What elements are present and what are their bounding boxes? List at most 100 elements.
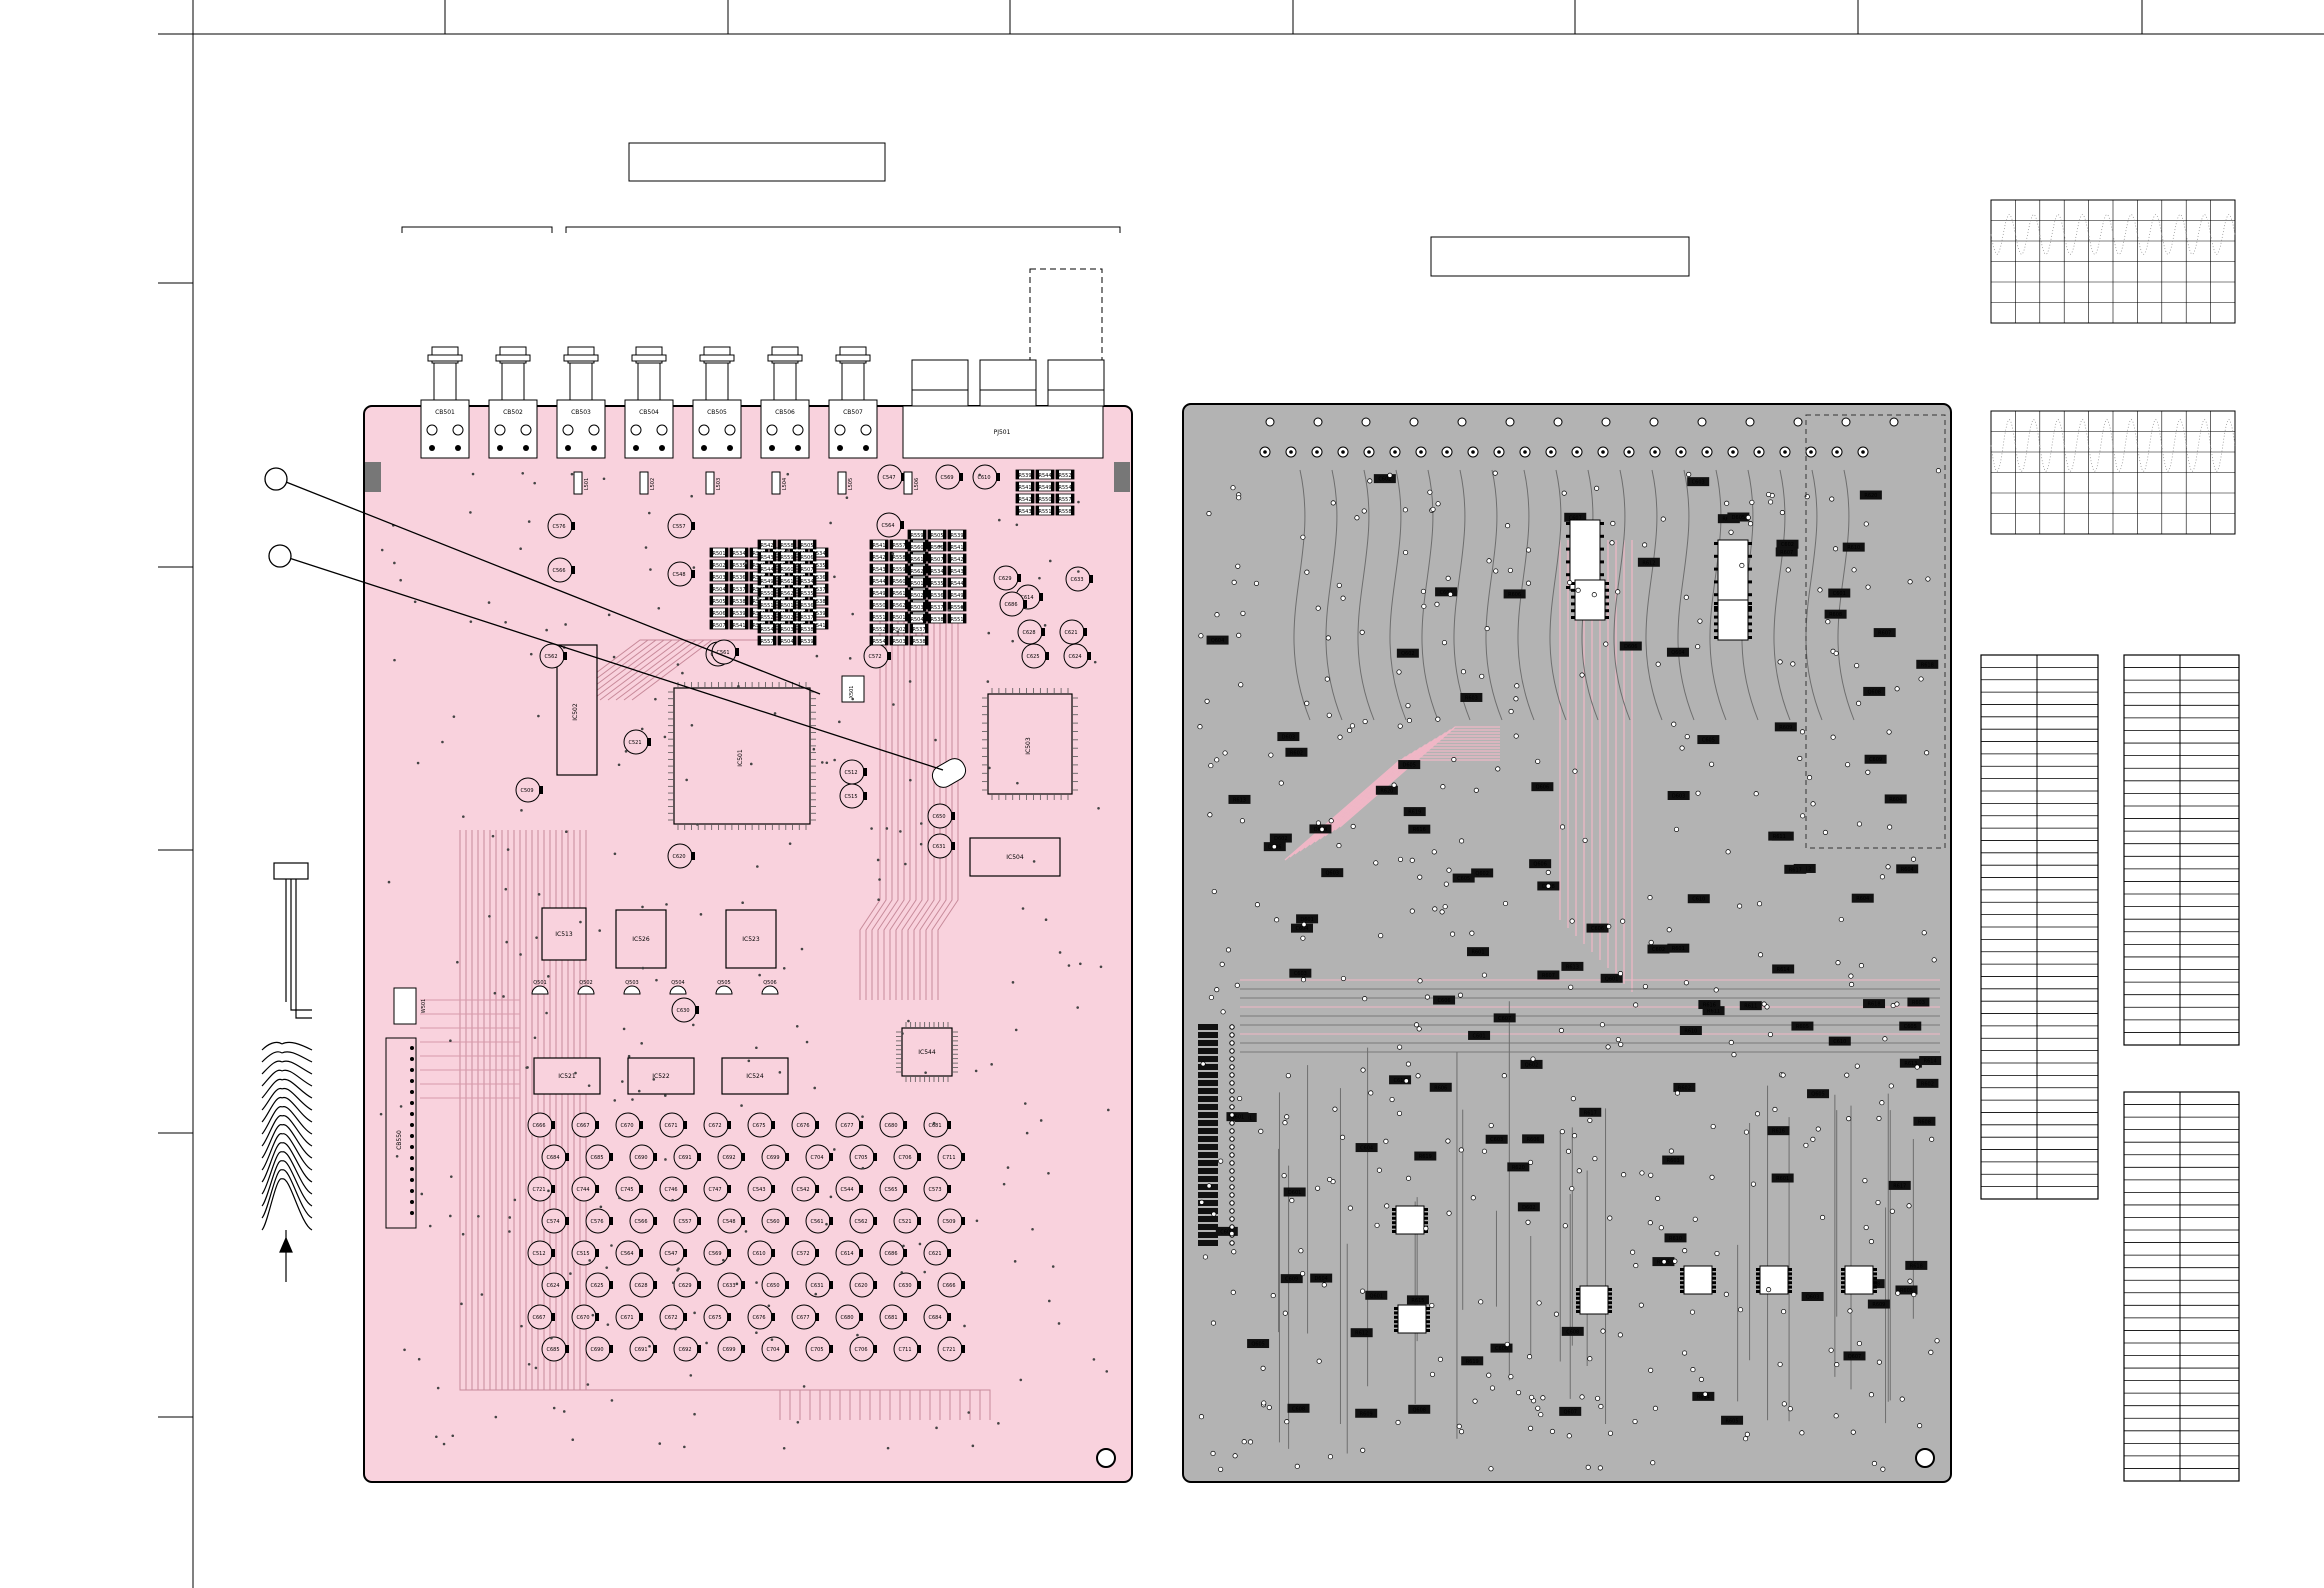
part-label: R541 (812, 623, 825, 629)
parts-table (1980, 654, 2099, 1200)
part-label: R542 (950, 557, 963, 563)
electrolytic-capacitor: C706 (849, 1336, 877, 1362)
part-label: R608 (1829, 612, 1842, 618)
electrolytic-capacitor: C624 (541, 1272, 569, 1298)
via (1850, 1429, 1856, 1435)
via (918, 1242, 922, 1246)
chip-resistor: R501 (709, 547, 729, 558)
via (1856, 700, 1862, 706)
part-label: C548 (722, 1219, 735, 1225)
part-label: C542 (796, 1187, 809, 1193)
via (491, 834, 495, 838)
chip-resistor: R562 (777, 587, 797, 598)
electrolytic-capacitor: C562 (539, 643, 567, 669)
chip-resistor: R534 (797, 575, 817, 586)
rca-jack: CB507 (828, 346, 878, 459)
electrolytic-capacitor: C650 (761, 1272, 789, 1298)
via (1362, 718, 1368, 725)
electrolytic-capacitor: C671 (659, 1112, 687, 1138)
smd-part: R614 (1772, 964, 1795, 974)
via (1204, 698, 1210, 704)
transistor: Q503 (623, 980, 641, 995)
part-label: C711 (942, 1155, 955, 1161)
via (988, 766, 991, 770)
part-label: R507 (712, 623, 725, 629)
smd-part: Q606 (1531, 782, 1554, 792)
part-label: R544 (760, 567, 773, 573)
via (1384, 1203, 1390, 1209)
via (1525, 547, 1532, 553)
via (647, 511, 651, 515)
via (1260, 1365, 1266, 1371)
via (1210, 1320, 1217, 1326)
via (1508, 708, 1514, 715)
part-label: C625 (590, 1283, 603, 1289)
part-label: C621 (1064, 630, 1077, 636)
via (1481, 1148, 1487, 1154)
via (891, 552, 895, 556)
electrolytic-capacitor: C631 (927, 833, 955, 859)
part-label: C569 (940, 475, 953, 481)
via (1545, 869, 1551, 875)
via (1617, 1332, 1623, 1338)
part-label: C557 (678, 1219, 691, 1225)
via (1281, 1173, 1287, 1179)
part-label: C706 (854, 1347, 867, 1353)
solder-pad (1697, 417, 1707, 427)
electrolytic-capacitor: C650 (927, 803, 955, 829)
part-label: R601 (1672, 946, 1685, 952)
via (380, 548, 384, 552)
part-label: C704 (766, 1347, 779, 1353)
via (740, 1104, 743, 1107)
via (749, 762, 753, 766)
part-label: C547 (882, 475, 895, 481)
via (1744, 1431, 1750, 1437)
part-label: C629 (678, 1283, 691, 1289)
via (1502, 900, 1509, 907)
solder-pad (1313, 417, 1323, 427)
via (570, 472, 574, 476)
via (602, 477, 606, 481)
via (1797, 755, 1803, 761)
via (695, 823, 699, 826)
via (1479, 673, 1485, 679)
via (833, 1148, 836, 1151)
chip-resistor: R552 (757, 611, 777, 622)
via (934, 738, 937, 742)
via (900, 1271, 904, 1274)
chip-resistor: R507 (709, 619, 729, 630)
callout-leader-2 (288, 557, 944, 771)
smd-part: C610 (1687, 894, 1710, 904)
smd-part: R604 (1896, 864, 1919, 874)
part-label: R560 (780, 567, 793, 573)
smd-part: R619 (1461, 1356, 1484, 1366)
part-label: L505 (848, 478, 854, 490)
via (1638, 1302, 1644, 1308)
smd-part: R607 (1537, 970, 1560, 980)
electrolytic-capacitor: C610 (972, 464, 1000, 490)
part-label: R539 (812, 611, 825, 617)
via (1885, 864, 1891, 870)
part-label: D602 (1522, 1205, 1535, 1211)
via (1834, 1362, 1840, 1368)
part-label: IC513 (555, 931, 573, 938)
part-label: R542 (1018, 497, 1031, 503)
part-label: R606 (1434, 1085, 1447, 1091)
part-label: C676 (796, 1123, 809, 1129)
electrolytic-capacitor: C566 (547, 557, 575, 583)
via (896, 630, 900, 634)
via (1397, 856, 1404, 862)
part-label: R551 (950, 617, 963, 623)
via (1321, 1282, 1327, 1288)
part-label: R620 (1380, 788, 1393, 794)
foil-side-dashed-region (1805, 414, 1946, 849)
part-label: R604 (1889, 797, 1902, 803)
via (870, 827, 873, 830)
part-label: C569 (708, 1251, 721, 1257)
part-label: R557 (892, 543, 905, 549)
part-label: C686 (884, 1251, 897, 1257)
via (513, 1198, 517, 1202)
electrolytic-capacitor: C512 (839, 759, 867, 785)
via (919, 842, 923, 846)
via (1894, 686, 1900, 692)
